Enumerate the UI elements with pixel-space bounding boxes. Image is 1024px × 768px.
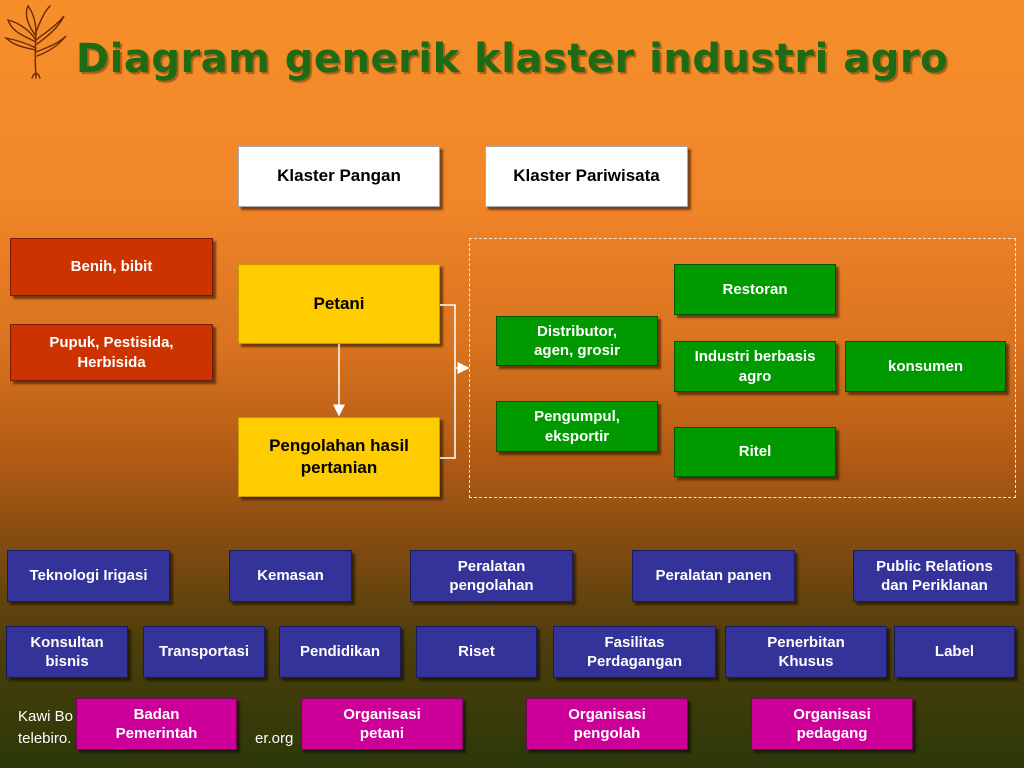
market-group-frame	[469, 238, 1016, 498]
fasilitas-perdagangan-box: Fasilitas Perdagangan	[553, 626, 716, 678]
organisasi-pedagang-box: Organisasi pedagang	[751, 698, 913, 750]
kemasan-box: Kemasan	[229, 550, 352, 602]
organisasi-pengolah-box: Organisasi pengolah	[526, 698, 688, 750]
konsultan-bisnis-box: Konsultan bisnis	[6, 626, 128, 678]
pendidikan-box: Pendidikan	[279, 626, 401, 678]
footer-line-1: Kawi Bo	[18, 708, 74, 725]
peralatan-pengolahan-box: Peralatan pengolahan	[410, 550, 573, 602]
peralatan-panen-box: Peralatan panen	[632, 550, 795, 602]
benih-bibit-box: Benih, bibit	[10, 238, 213, 296]
klaster-pariwisata-box: Klaster Pariwisata	[485, 146, 688, 207]
plant-logo-icon	[3, 4, 67, 79]
distributor-box: Distributor, agen, grosir	[496, 316, 658, 366]
public-relations-box: Public Relations dan Periklanan	[853, 550, 1016, 602]
pengolahan-hasil-box: Pengolahan hasil pertanian	[238, 417, 440, 497]
page-title: Diagram generik klaster industri agro	[75, 36, 949, 82]
footer-line-2: telebiro.	[18, 730, 72, 747]
riset-box: Riset	[416, 626, 537, 678]
organisasi-petani-box: Organisasi petani	[301, 698, 463, 750]
industri-berbasis-agro-box: Industri berbasis agro	[674, 341, 836, 392]
penerbitan-khusus-box: Penerbitan Khusus	[725, 626, 887, 678]
footer-credit: Kawi Bo telebiro. er.org	[18, 706, 293, 750]
restoran-box: Restoran	[674, 264, 836, 315]
petani-box: Petani	[238, 264, 440, 344]
klaster-pangan-box: Klaster Pangan	[238, 146, 440, 207]
pupuk-pestisida-box: Pupuk, Pestisida, Herbisida	[10, 324, 213, 381]
transportasi-box: Transportasi	[143, 626, 265, 678]
teknologi-irigasi-box: Teknologi Irigasi	[7, 550, 170, 602]
konsumen-box: konsumen	[845, 341, 1006, 392]
footer-line-2-tail: er.org	[255, 730, 294, 747]
ritel-box: Ritel	[674, 427, 836, 477]
label-box: Label	[894, 626, 1015, 678]
pengumpul-box: Pengumpul, eksportir	[496, 401, 658, 452]
badan-pemerintah-box: Badan Pemerintah	[76, 698, 237, 750]
